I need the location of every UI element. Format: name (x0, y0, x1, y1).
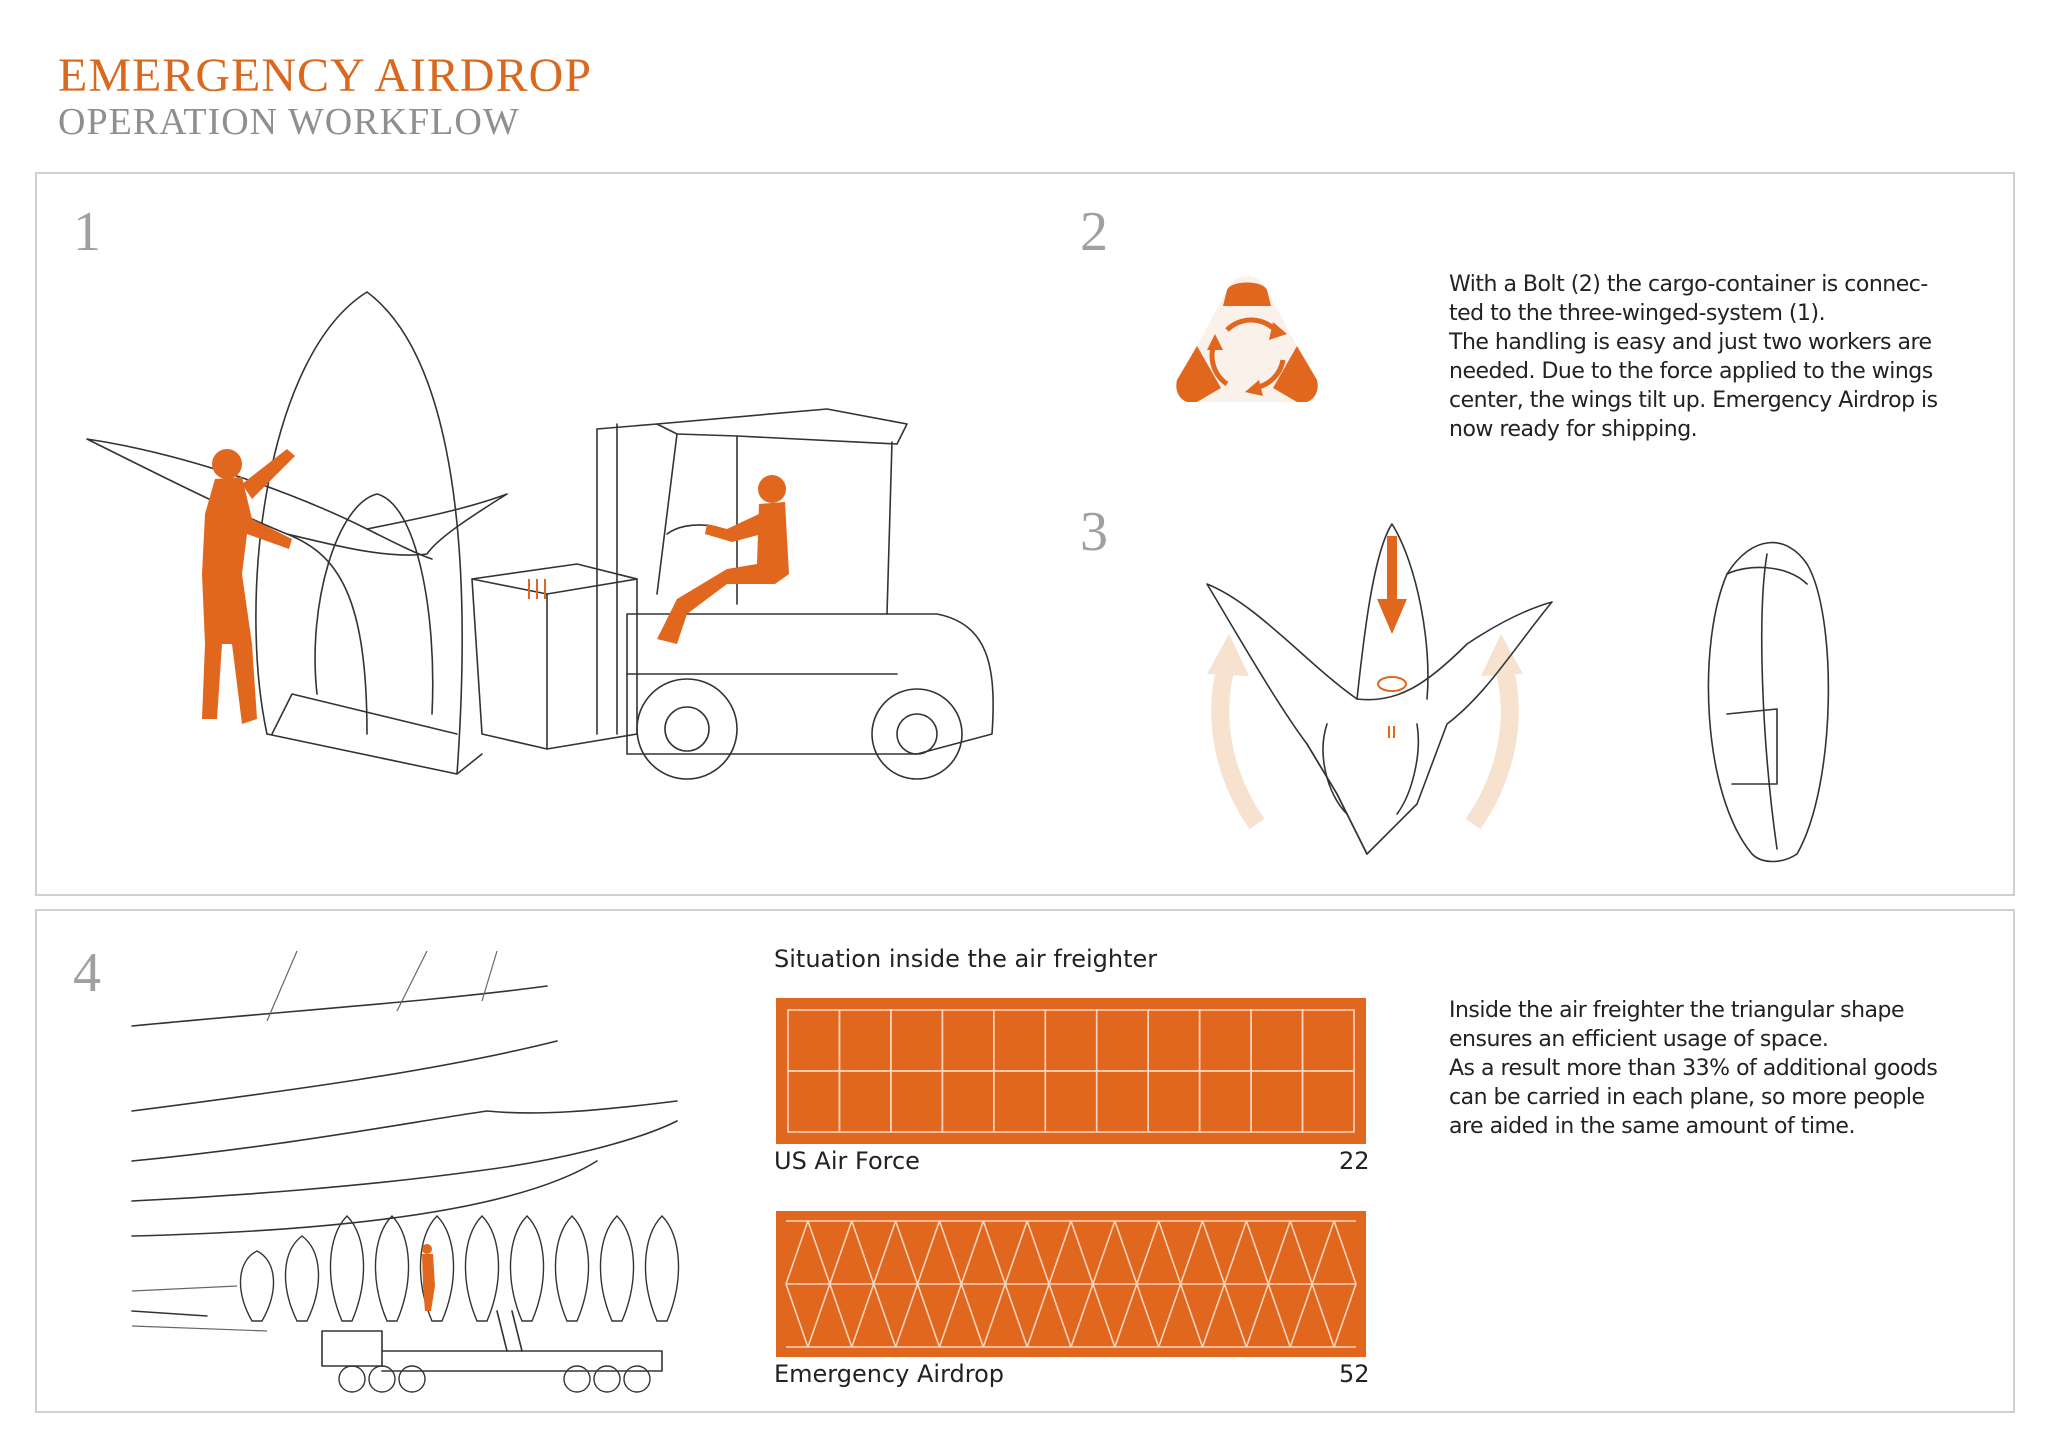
ea-grid-line (916, 1220, 941, 1285)
ea-grid-line (1092, 1220, 1116, 1285)
step-number-4: 4 (73, 942, 101, 1004)
ea-grid-line (851, 1283, 875, 1348)
ea-grid-line (1201, 1283, 1226, 1348)
ea-grid-line (1026, 1283, 1050, 1348)
ea-grid-line (1245, 1220, 1270, 1285)
ea-grid-line (1070, 1220, 1094, 1285)
ea-grid-line (1092, 1283, 1116, 1348)
forklift-loading-illustration (86, 291, 994, 780)
ea-grid-line (982, 1220, 1006, 1285)
ea-grid-line (982, 1283, 1006, 1348)
ea-grid-line (960, 1283, 985, 1348)
ea-grid-line (916, 1283, 941, 1348)
ea-grid-line (1114, 1283, 1138, 1348)
step-2-description: With a Bolt (2) the cargo-container is c… (1449, 272, 1938, 442)
ea-grid-line (1157, 1283, 1182, 1348)
panel-steps-1-3: 1 2 3 (35, 172, 2015, 896)
ea-grid-line (1114, 1220, 1138, 1285)
step-number-1: 1 (73, 201, 101, 263)
ea-grid-line (1136, 1283, 1160, 1348)
us-air-force-count: 22 (1339, 1147, 1370, 1175)
step-number-2: 2 (1080, 201, 1108, 263)
wings-tilt-illustration (1206, 523, 1830, 863)
ea-grid-line (872, 1283, 897, 1348)
ea-grid-line (829, 1283, 853, 1348)
ea-grid-line (785, 1283, 809, 1348)
ea-grid-line (807, 1283, 831, 1348)
emergency-airdrop-count: 52 (1339, 1360, 1370, 1388)
ea-grid-line (938, 1220, 963, 1285)
ea-grid-line (1333, 1220, 1357, 1285)
air-freighter-loading-illustration (131, 950, 680, 1393)
emergency-airdrop-label: Emergency Airdrop (774, 1360, 1005, 1388)
ea-grid-line (894, 1283, 919, 1348)
emergency-airdrop-loading-grid (776, 1211, 1366, 1357)
ea-grid-line (807, 1220, 831, 1285)
ea-grid-line (960, 1220, 985, 1285)
ea-grid-line (1048, 1220, 1072, 1285)
ea-grid-line (1201, 1220, 1226, 1285)
bolt-rotation-icon (1176, 276, 1318, 402)
ea-grid-line (829, 1220, 853, 1285)
page-subtitle: OPERATION WORKFLOW (58, 101, 520, 143)
ea-grid-line (1223, 1283, 1248, 1348)
us-grid-cell (1301, 1070, 1355, 1133)
ea-grid-line (1157, 1220, 1182, 1285)
step-number-3: 3 (1080, 501, 1108, 563)
ea-grid-line (894, 1220, 919, 1285)
ea-grid-line (851, 1220, 875, 1285)
ea-grid-line (1026, 1220, 1050, 1285)
ea-grid-line (1311, 1283, 1335, 1348)
ea-grid-line (1004, 1283, 1028, 1348)
comparison-heading: Situation inside the air freighter (774, 945, 1158, 973)
step-4-description: Inside the air freighter the triangular … (1449, 998, 1938, 1139)
us-air-force-label: US Air Force (774, 1147, 920, 1175)
ea-grid-line (1267, 1283, 1291, 1348)
panel-step-4: 4 S (35, 909, 2015, 1413)
title-block: EMERGENCY AIRDROP OPERATION WORKFLOW (58, 49, 592, 143)
ea-grid-line (1179, 1220, 1204, 1285)
ea-grid-line (1289, 1283, 1313, 1348)
page-title: EMERGENCY AIRDROP (58, 49, 592, 102)
ea-grid-line (1311, 1220, 1335, 1285)
ea-grid-line (785, 1220, 809, 1285)
us-air-force-loading-grid (776, 998, 1366, 1144)
ea-grid-line (1333, 1283, 1357, 1348)
ea-grid-line (1136, 1220, 1160, 1285)
ea-grid-line (872, 1220, 897, 1285)
ea-grid-line (1289, 1220, 1313, 1285)
ea-grid-line (938, 1283, 963, 1348)
ea-grid-line (1070, 1283, 1094, 1348)
ea-grid-line (1223, 1220, 1248, 1285)
ea-grid-line (1048, 1283, 1072, 1348)
ea-grid-line (1267, 1220, 1291, 1285)
ea-grid-line (1004, 1220, 1028, 1285)
ea-grid-line (1179, 1283, 1204, 1348)
ea-grid-line (1245, 1283, 1270, 1348)
